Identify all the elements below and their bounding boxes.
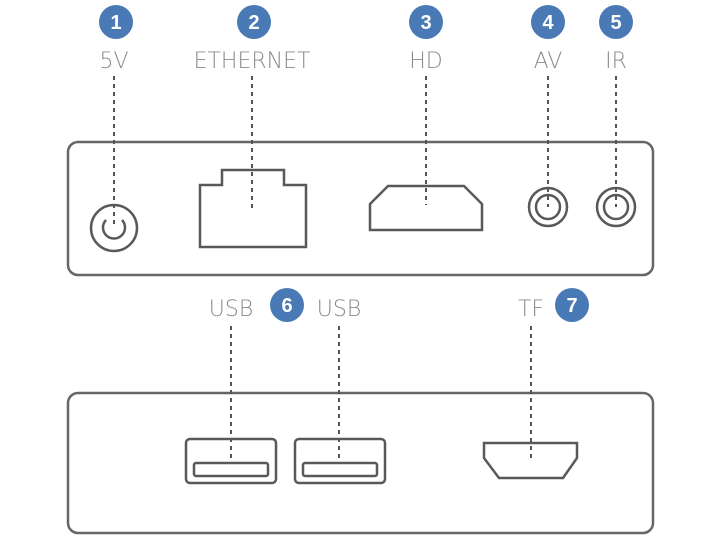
label-hd: HD xyxy=(409,49,442,74)
usb-port-right-icon xyxy=(293,437,387,485)
bottom-panel xyxy=(66,391,655,535)
badge-6 xyxy=(270,288,304,322)
badge-4 xyxy=(531,5,565,39)
badge-6-text: 6 xyxy=(281,295,292,317)
badge-5-text: 5 xyxy=(610,12,621,34)
ir-jack-inner-icon xyxy=(602,193,630,221)
badge-1 xyxy=(99,5,133,39)
ethernet-port-icon xyxy=(198,168,308,249)
port-hd: 3 HD xyxy=(368,5,484,232)
power-jack-icon xyxy=(89,203,139,253)
label-tf: TF xyxy=(518,297,544,322)
badge-3 xyxy=(409,5,443,39)
hdmi-port-icon xyxy=(368,184,484,232)
badge-7 xyxy=(555,288,589,322)
usb-port-left-tongue xyxy=(192,461,270,478)
label-ethernet: ETHERNET xyxy=(194,49,311,74)
label-usb-right: USB xyxy=(317,297,361,322)
tf-slot-icon xyxy=(482,441,579,480)
label-usb-left: USB xyxy=(209,297,253,322)
av-jack-inner-icon xyxy=(534,193,562,221)
badge-3-text: 3 xyxy=(420,12,431,34)
top-panel xyxy=(66,140,655,277)
badge-5 xyxy=(599,5,633,39)
port-av: 4 AV xyxy=(527,5,569,228)
port-ethernet: 2 ETHERNET xyxy=(194,5,311,249)
power-jack-inner-icon xyxy=(101,219,127,240)
usb-port-right-tongue xyxy=(301,461,379,478)
port-ir: 5 IR xyxy=(595,5,637,228)
badge-7-text: 7 xyxy=(566,295,577,317)
ir-jack-icon xyxy=(595,186,637,228)
port-tf: TF 7 xyxy=(482,288,589,480)
badge-2-text: 2 xyxy=(248,12,259,34)
badge-1-text: 1 xyxy=(110,12,121,34)
badge-4-text: 4 xyxy=(542,12,554,34)
label-av: AV xyxy=(534,49,563,74)
label-5v: 5V xyxy=(99,49,128,74)
label-ir: IR xyxy=(605,49,627,74)
badge-2 xyxy=(237,5,271,39)
usb-port-left-icon xyxy=(184,437,278,485)
usb-ports: USB 6 USB xyxy=(184,288,387,485)
av-jack-icon xyxy=(527,186,569,228)
port-5v: 1 5V xyxy=(89,5,139,253)
